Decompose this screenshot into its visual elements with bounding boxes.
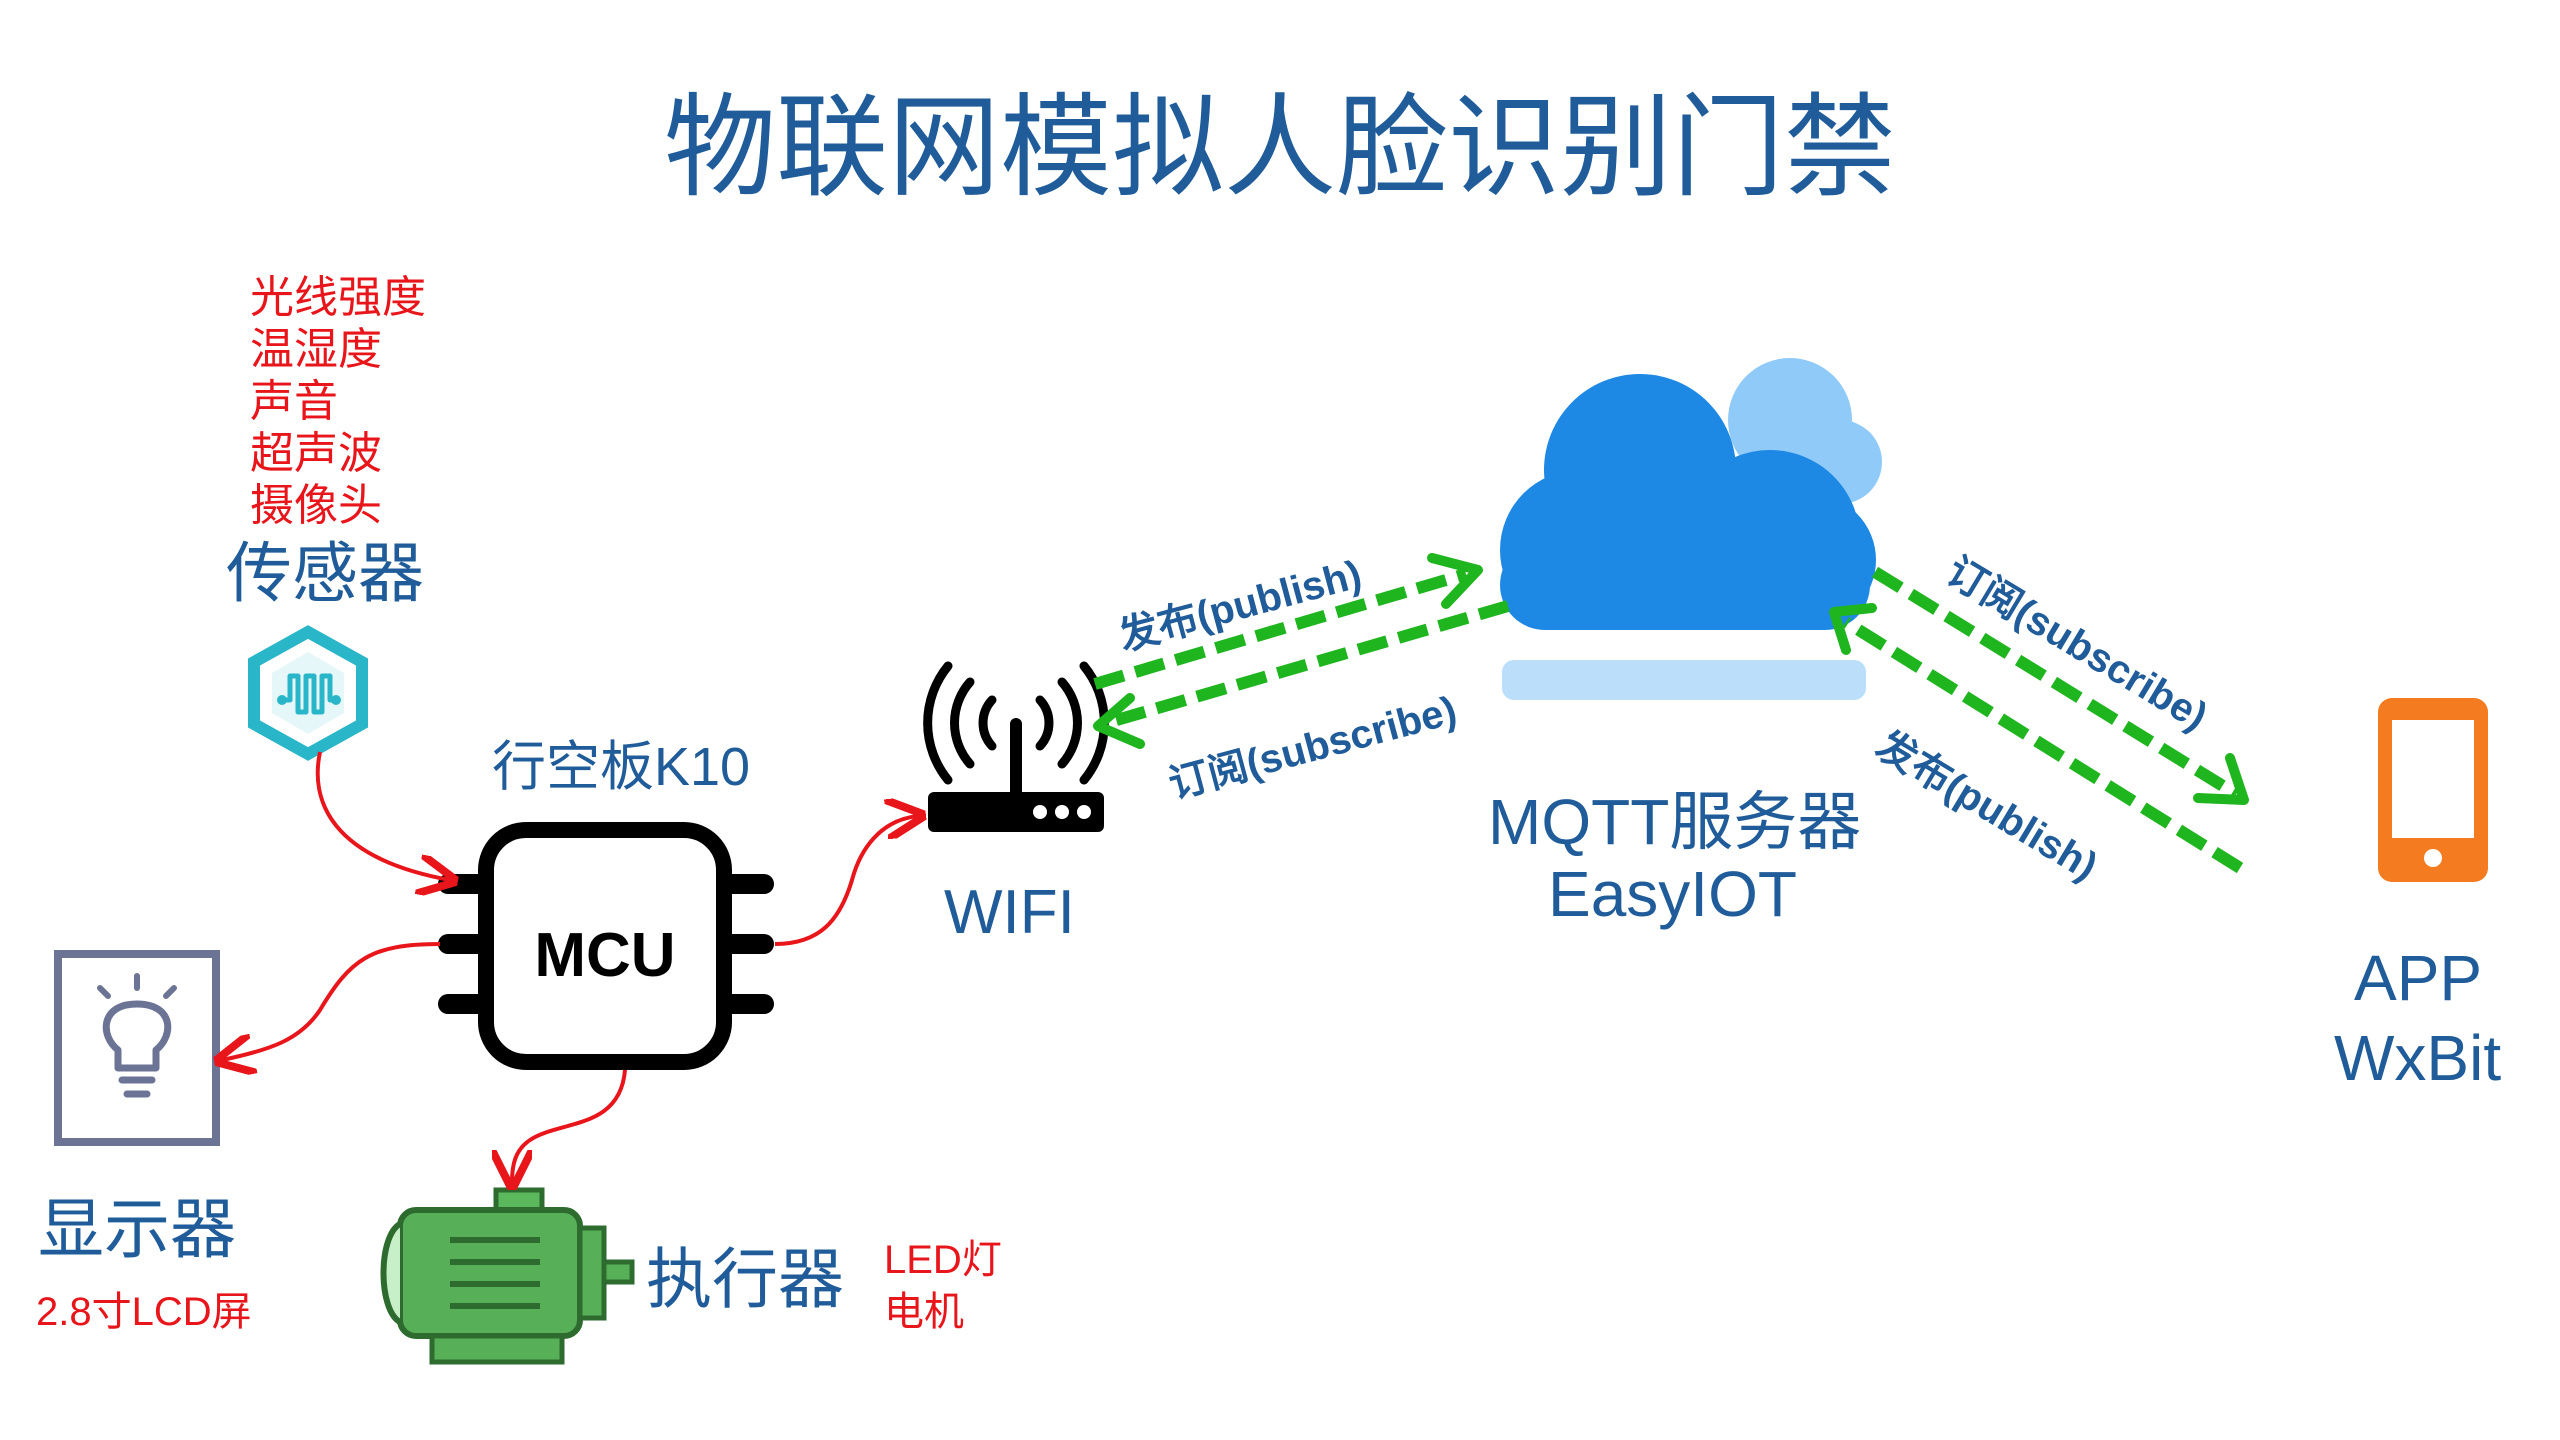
router-icon (923, 661, 1109, 832)
server-platform: EasyIOT (1548, 858, 1797, 930)
display-bulb-icon (54, 950, 220, 1146)
mcu-chip-icon: MCU (438, 822, 774, 1070)
display-label: 显示器 (38, 1192, 236, 1266)
cloud-server-icon (1500, 358, 1882, 700)
sensor-item: 摄像头 (250, 481, 382, 530)
sensor-item: 声音 (250, 377, 338, 426)
arrow-mcu-to-display (222, 942, 441, 1060)
actuator-detail-led: LED灯 (884, 1238, 1002, 1282)
app-name: WxBit (2334, 1022, 2502, 1094)
board-label: 行空板K10 (492, 737, 751, 797)
app-label: APP (2354, 942, 2483, 1014)
arrow-mcu-to-motor (512, 1069, 627, 1182)
chip-text: MCU (534, 921, 675, 990)
motor-icon (380, 1187, 635, 1365)
arrow-server-to-wifi (1093, 600, 1510, 749)
arrow-mcu-to-wifi (774, 816, 918, 946)
phone-icon (2378, 698, 2488, 882)
page-title: 物联网模拟人脸识别门禁 (664, 85, 1896, 210)
arrow-app-to-server (1829, 603, 2244, 874)
sensor-list: 光线强度 温湿度 声音 超声波 摄像头 (250, 272, 426, 532)
arrow-wifi-to-server (1093, 553, 1483, 690)
wifi-label: WIFI (944, 878, 1075, 947)
sensor-item: 超声波 (250, 429, 382, 478)
arrow-sensor-to-mcu (315, 751, 450, 880)
sensor-item: 光线强度 (250, 273, 426, 322)
server-name: MQTT服务器 (1488, 786, 1862, 858)
arrow-server-to-app (1871, 566, 2249, 805)
actuator-detail-motor: 电机 (884, 1290, 964, 1334)
sensor-item: 温湿度 (250, 325, 382, 374)
actuator-label: 执行器 (646, 1242, 844, 1316)
display-detail: 2.8寸LCD屏 (36, 1290, 252, 1334)
sensor-label: 传感器 (226, 536, 424, 610)
sensor-icon (248, 625, 368, 761)
